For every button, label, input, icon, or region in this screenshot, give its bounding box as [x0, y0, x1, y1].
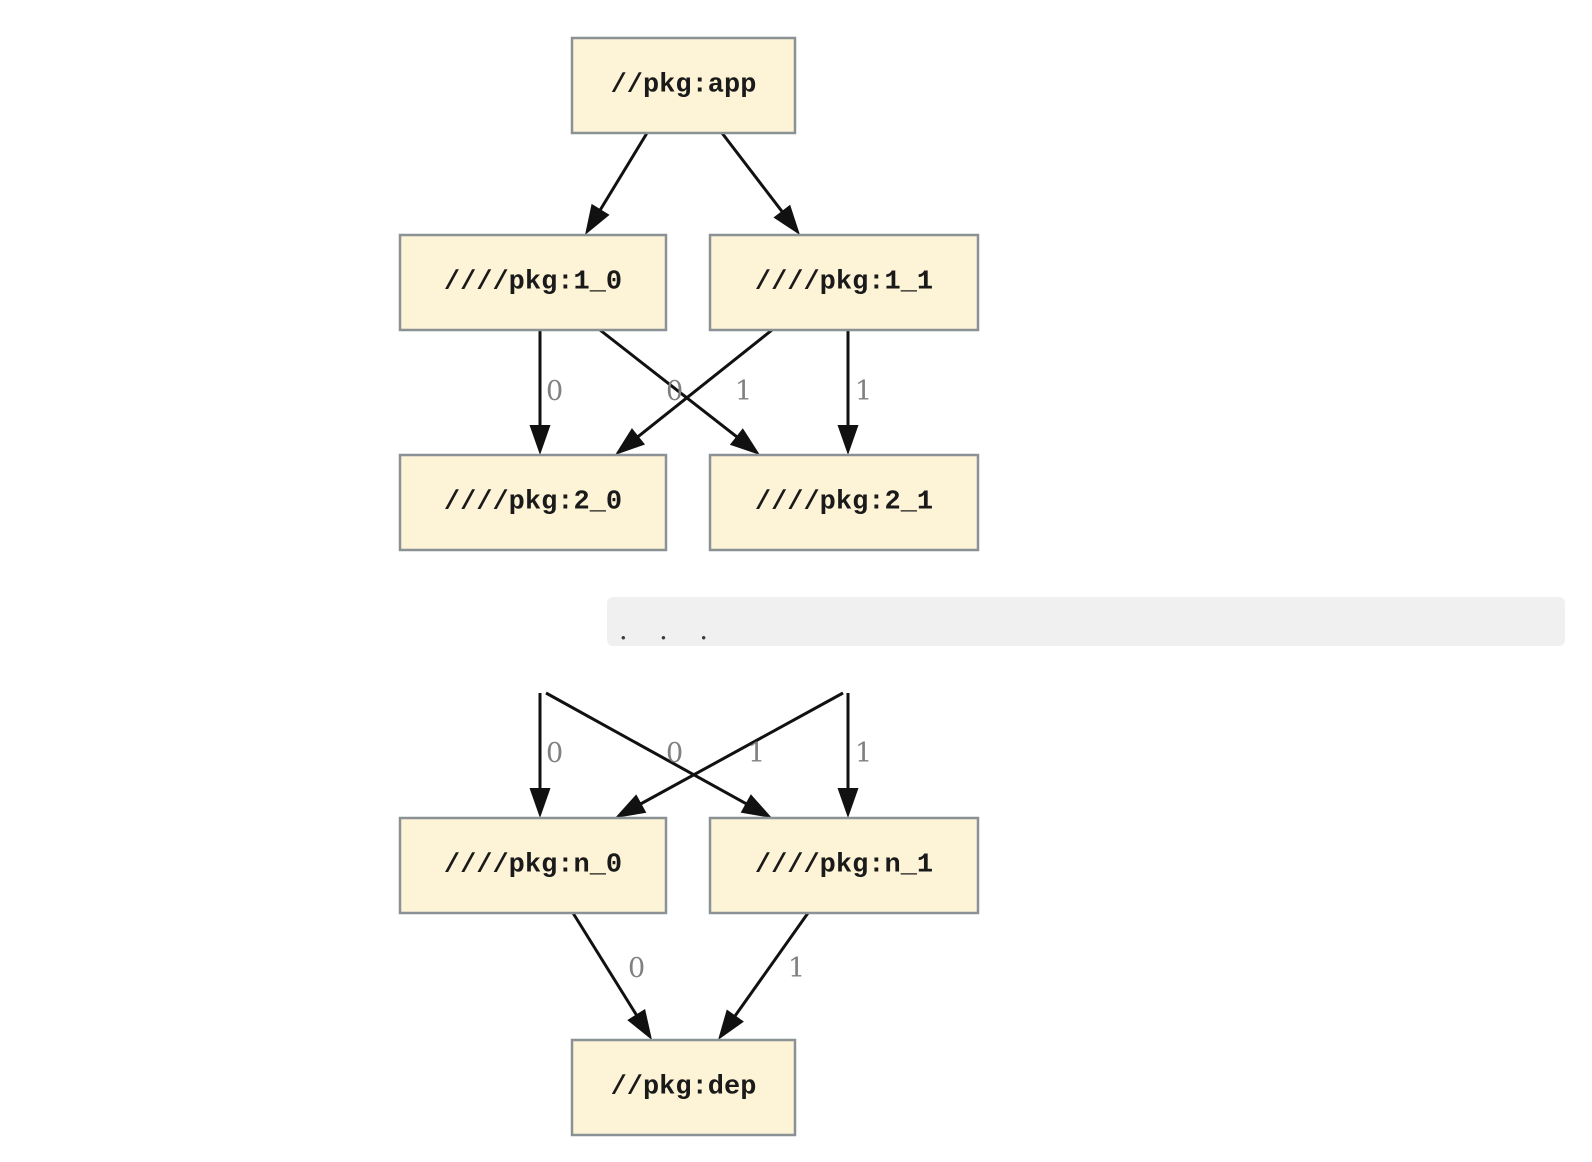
node-label: ////pkg:n_0	[444, 851, 622, 881]
edge-label: 1	[748, 738, 765, 769]
edge-prev-to-n-0-cross	[637, 691, 844, 807]
arrowhead	[615, 428, 646, 455]
edge-1-0-to-2-1	[599, 328, 741, 441]
edge-label: 0	[546, 376, 563, 407]
edge-label: 0	[628, 953, 645, 984]
edge-label: 0	[666, 738, 683, 769]
node-box	[398, 816, 668, 915]
edge-app-to-1-0	[597, 132, 649, 214]
arrowhead	[740, 794, 772, 818]
node-box	[398, 453, 668, 552]
ellipsis-text: . . .	[619, 615, 708, 646]
arrowhead	[773, 204, 800, 235]
edge-label: 1	[855, 738, 872, 769]
node-label: ////pkg:1_1	[755, 268, 933, 298]
edge-prev-to-n-1-cross	[545, 691, 750, 807]
edge-n-1-to-dep	[731, 912, 810, 1020]
node-label: //pkg:dep	[611, 1073, 757, 1103]
edge-label: 0	[666, 376, 683, 407]
node-level2-1: ////pkg:2_1	[708, 453, 980, 552]
node-box	[708, 453, 980, 552]
node-app: //pkg:app	[570, 36, 797, 135]
node-label: ////pkg:n_1	[755, 851, 933, 881]
node-box	[570, 1038, 797, 1137]
arrowhead	[718, 1009, 744, 1040]
ellipsis-band: . . .	[607, 597, 1565, 646]
node-level1-1: ////pkg:1_1	[708, 233, 980, 332]
edge-label: 0	[546, 738, 563, 769]
edge-label: 1	[855, 376, 872, 407]
node-level1-0: ////pkg:1_0	[398, 233, 668, 332]
edge-label: 1	[788, 953, 805, 984]
arrowhead	[627, 1008, 652, 1040]
arrowhead	[585, 203, 610, 235]
arrowhead	[837, 788, 859, 818]
edge-app-to-1-1	[720, 132, 786, 216]
arrowhead	[529, 425, 551, 455]
node-level2-0: ////pkg:2_0	[398, 453, 668, 552]
node-label: ////pkg:2_0	[444, 488, 622, 518]
node-leveln-1: ////pkg:n_1	[708, 816, 980, 915]
arrowhead	[837, 425, 859, 455]
node-box	[570, 36, 797, 135]
edge-label: 1	[735, 376, 752, 407]
node-box	[708, 233, 980, 332]
arrowhead	[615, 794, 647, 818]
edge-1-1-to-2-0	[634, 328, 773, 440]
arrowhead	[729, 428, 760, 455]
node-leveln-0: ////pkg:n_0	[398, 816, 668, 915]
node-label: ////pkg:1_0	[444, 268, 622, 298]
node-dep: //pkg:dep	[570, 1038, 797, 1137]
node-box	[708, 816, 980, 915]
edge-n-0-to-dep	[571, 912, 640, 1019]
node-label: ////pkg:2_1	[755, 488, 933, 518]
node-box	[398, 233, 668, 332]
node-label: //pkg:app	[611, 71, 757, 101]
arrowhead	[529, 788, 551, 818]
